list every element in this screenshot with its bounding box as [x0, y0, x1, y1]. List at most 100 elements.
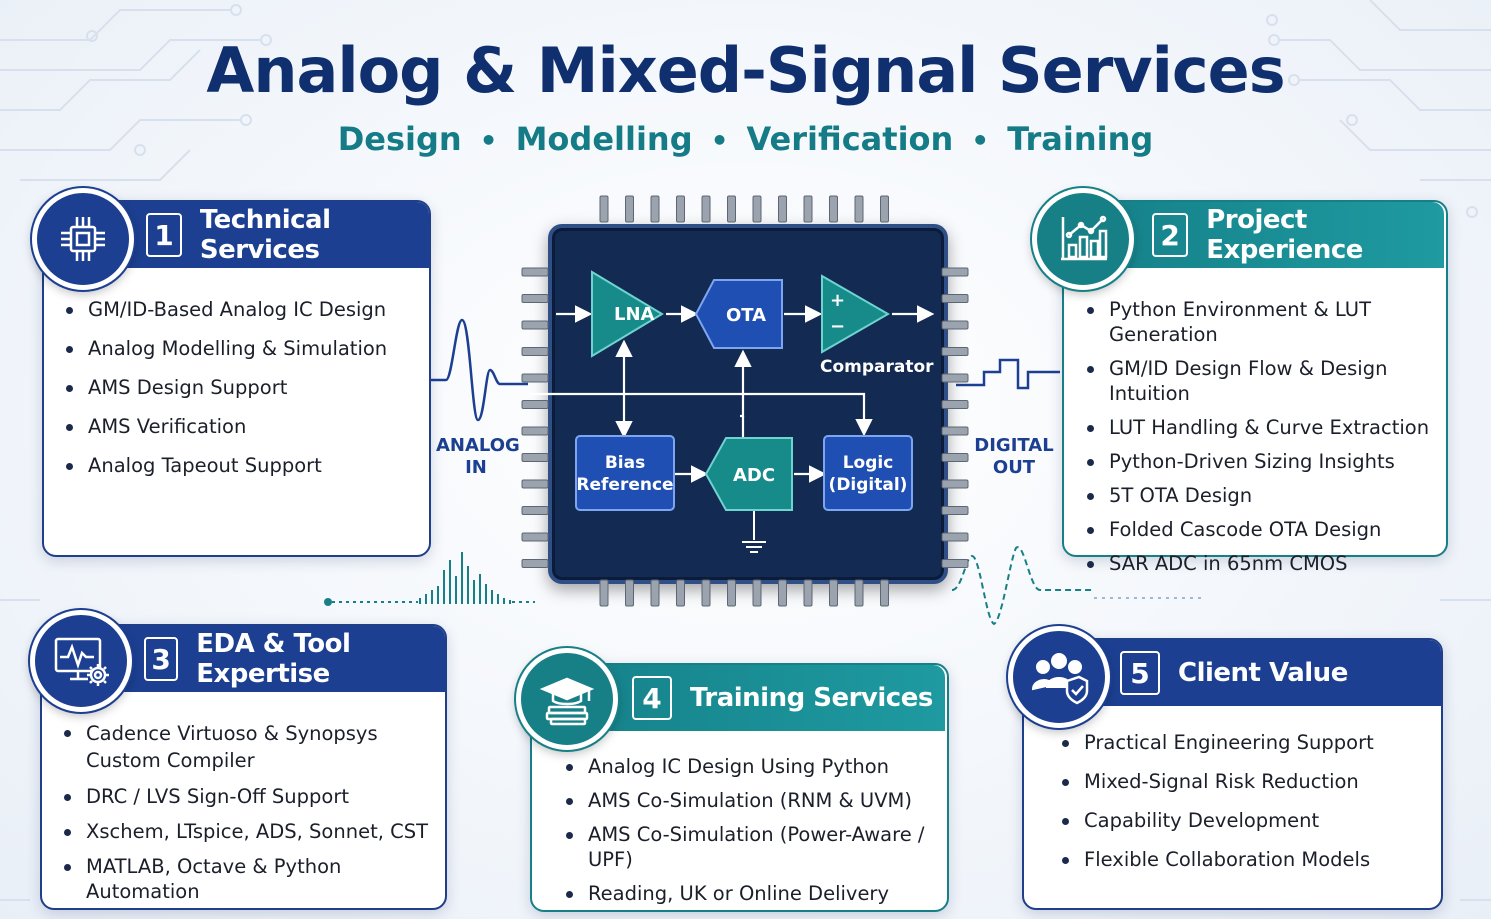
chip-pin — [880, 579, 889, 607]
chip-icon — [32, 188, 134, 290]
card-1-title: Technical Services — [199, 205, 331, 265]
chip-pin — [829, 579, 838, 607]
chip-pin — [829, 195, 838, 223]
comparator-block — [821, 274, 891, 354]
chip-pin — [941, 506, 969, 515]
ota-label: OTA — [726, 305, 766, 326]
list-item: Folded Cascode OTA Design — [1087, 517, 1437, 542]
card-5-number: 5 — [1120, 651, 1160, 695]
chip-pin — [701, 579, 711, 607]
chip-pin — [676, 195, 685, 223]
monitor-gear-icon — [30, 610, 132, 712]
comparator-plus: + — [830, 290, 845, 311]
list-item: Analog Modelling & Simulation — [66, 336, 416, 361]
subtitle-design: Design — [337, 120, 462, 158]
adc-block — [704, 437, 793, 511]
chip-pin — [941, 532, 969, 542]
lna-block — [591, 270, 664, 358]
chip-pin — [778, 195, 787, 223]
chip-pin — [941, 400, 969, 409]
bias-line2: Reference — [576, 475, 673, 495]
chip-pin — [727, 579, 736, 607]
subtitle-verification: Verification — [746, 120, 954, 158]
chip-pin — [521, 532, 549, 542]
comparator-label: Comparator — [820, 357, 934, 377]
ota-block — [694, 279, 783, 349]
chip-pin — [727, 195, 736, 223]
chip-pin — [941, 426, 969, 436]
card-1-number: 1 — [146, 213, 182, 257]
chip-pin — [625, 579, 634, 607]
card-1-list: GM/ID-Based Analog IC Design Analog Mode… — [66, 297, 416, 478]
graduation-cap-icon — [516, 648, 618, 750]
analog-in-label: ANALOG IN — [436, 435, 520, 479]
chip-pin — [625, 195, 634, 223]
chip-pin — [941, 347, 969, 356]
chip-pin — [752, 579, 762, 607]
chip-pins — [521, 195, 969, 607]
card-5-list: Practical Engineering Support Mixed-Sign… — [1062, 730, 1432, 872]
chip-pin — [941, 320, 969, 330]
digital-out-label: DIGITAL OUT — [974, 435, 1054, 479]
chip-pin — [599, 195, 609, 223]
list-item: Practical Engineering Support — [1062, 730, 1432, 755]
card-4-list: Analog IC Design Using Python AMS Co-Sim… — [566, 754, 941, 906]
logic-line1: Logic — [843, 453, 894, 473]
bullet-dot: • — [971, 124, 990, 157]
card-5-title: Client Value — [1178, 658, 1348, 688]
list-item: GM/ID Design Flow & Design Intuition — [1087, 356, 1437, 406]
card-4-number: 4 — [632, 676, 672, 720]
chip-pin — [521, 347, 549, 356]
lna-label: LNA — [614, 304, 655, 325]
chip-pin — [650, 579, 660, 607]
analog-in-line1: ANALOG — [436, 435, 520, 456]
analog-in-line2: IN — [465, 457, 487, 478]
list-item: Flexible Collaboration Models — [1062, 847, 1432, 872]
bullet-dot: • — [479, 124, 498, 157]
card-3-list: Cadence Virtuoso & Synopsys Custom Compi… — [64, 720, 434, 904]
comparator-minus: − — [830, 316, 845, 337]
list-item: Analog IC Design Using Python — [566, 754, 941, 779]
chip-pin — [880, 195, 889, 223]
chip-pin — [941, 559, 969, 568]
card-2-list: Python Environment & LUT Generation GM/I… — [1087, 297, 1437, 576]
digital-out-line2: OUT — [992, 457, 1036, 478]
bullet-dot: • — [710, 124, 729, 157]
list-item: Xschem, LTspice, ADS, Sonnet, CST — [64, 819, 434, 844]
subtitle-training: Training — [1007, 120, 1154, 158]
chip-pin — [521, 479, 549, 489]
chip-pin — [521, 320, 549, 330]
chip-pin — [521, 453, 549, 462]
list-item: Python-Driven Sizing Insights — [1087, 449, 1437, 474]
chip-pin — [854, 195, 864, 223]
chip-pin — [701, 195, 711, 223]
list-item: Analog Tapeout Support — [66, 453, 416, 478]
chip-pin — [599, 579, 609, 607]
list-item: Capability Development — [1062, 808, 1432, 833]
chip-pin — [521, 294, 549, 303]
team-shield-icon — [1008, 626, 1110, 728]
chip-pin — [521, 426, 549, 436]
digital-wave — [956, 358, 1060, 390]
chip-diagram: LNA OTA + − Comparator Bias Reference AD… — [521, 195, 969, 607]
chip-pin — [854, 579, 864, 607]
card-3-title: EDA & Tool Expertise — [196, 629, 351, 689]
analog-wave — [430, 318, 528, 422]
chip-pin — [521, 559, 549, 568]
card-4-title: Training Services — [690, 683, 933, 713]
chart-icon — [1032, 188, 1134, 290]
bias-line1: Bias — [605, 453, 645, 473]
chip-pin — [941, 373, 969, 383]
logic-block — [823, 435, 913, 511]
chip-pin — [521, 506, 549, 515]
card-3-number: 3 — [144, 637, 179, 681]
chip-pin — [752, 195, 762, 223]
list-item: Python Environment & LUT Generation — [1087, 297, 1437, 347]
subtitle-modelling: Modelling — [515, 120, 693, 158]
list-item: LUT Handling & Curve Extraction — [1087, 415, 1437, 440]
bias-reference-block — [575, 435, 675, 511]
chip-pin — [941, 479, 969, 489]
list-item: 5T OTA Design — [1087, 483, 1437, 508]
card-2-number: 2 — [1152, 213, 1189, 257]
chip-pin — [650, 195, 660, 223]
